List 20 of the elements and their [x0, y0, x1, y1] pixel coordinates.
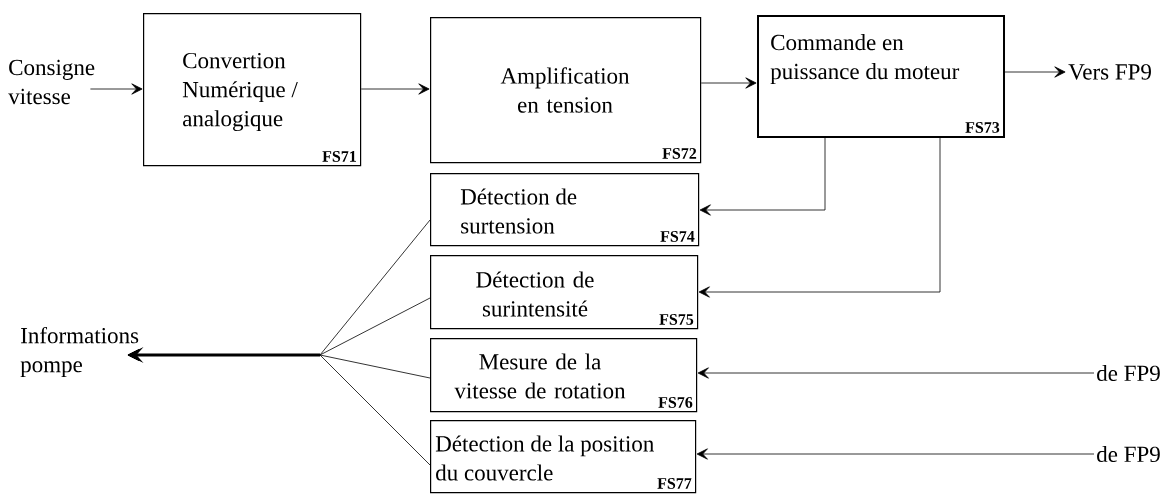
- function-box: Détection de surintensité FS75: [430, 255, 699, 330]
- arrow: [360, 83, 430, 95]
- signal-label: Informations pompe: [20, 326, 139, 378]
- function-box: Amplification en tension FS72: [430, 17, 702, 164]
- arrow: [698, 137, 941, 298]
- arrow: [699, 137, 826, 216]
- function-box: Détection de surtension FS74: [430, 173, 700, 247]
- signal-label: Vers FP9: [1068, 64, 1151, 80]
- function-box: Détection de la position du couvercle FS77: [430, 420, 697, 494]
- function-box: Mesure de la vitesse de rotation FS76: [430, 338, 698, 413]
- signal-label: Consigne vitesse: [8, 59, 95, 105]
- function-box: Commande en puissance du moteur FS73: [757, 15, 1005, 138]
- arrow: [1004, 66, 1066, 78]
- arrow: [697, 367, 1095, 379]
- function-box: Convertion Numérique / analogique FS71: [143, 13, 362, 167]
- arrow: [90, 83, 143, 95]
- signal-label: de FP9: [1097, 364, 1160, 382]
- signal-label: de FP9: [1097, 445, 1160, 463]
- arrow: [700, 77, 757, 89]
- arrow: [696, 448, 1095, 460]
